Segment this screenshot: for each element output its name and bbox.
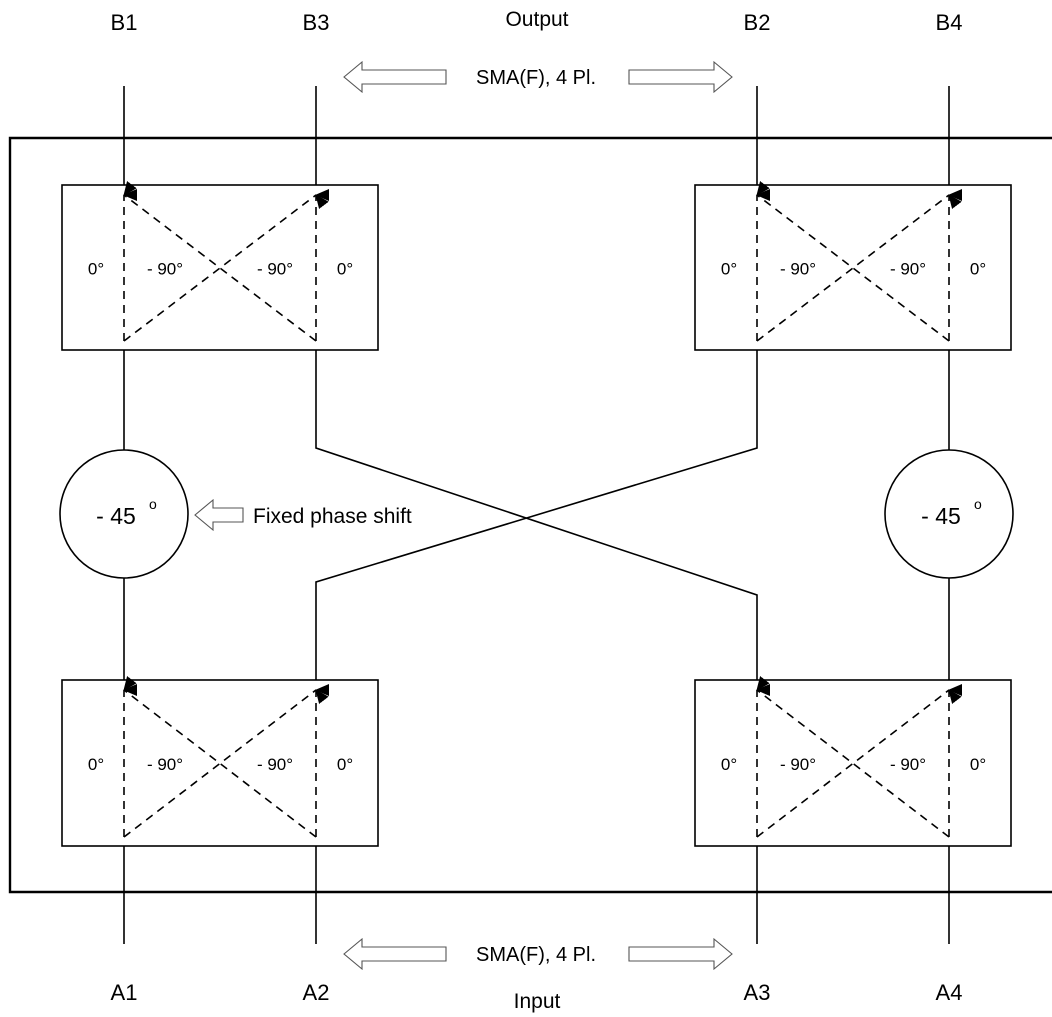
phase-shifter-left-degree: o bbox=[149, 496, 157, 512]
hybrid-top-right-inner-right-phase: - 90° bbox=[890, 260, 926, 279]
hybrid-bottom-left-inner-right-phase: - 90° bbox=[257, 755, 293, 774]
hybrid-bottom-left-outer-left-phase: 0° bbox=[88, 755, 104, 774]
hybrid-top-right-cross-left-right-arrow bbox=[756, 194, 962, 342]
port-label-a3: A3 bbox=[744, 980, 771, 1005]
hybrid-top-left-box bbox=[61, 184, 379, 351]
hybrid-bottom-right: 0° - 90° - 90° 0° bbox=[694, 676, 1012, 847]
hybrid-bottom-left-outer-right-phase: 0° bbox=[337, 755, 353, 774]
connector-arrow-left-top bbox=[343, 60, 447, 94]
phase-shifter-left-label: - 45 bbox=[96, 503, 136, 529]
hybrid-top-left-outer-left-phase: 0° bbox=[88, 260, 104, 279]
hybrid-bottom-right-cross-right-left-arrow bbox=[756, 676, 950, 838]
port-label-a4: A4 bbox=[936, 980, 963, 1005]
hybrid-bottom-left-box bbox=[61, 679, 379, 847]
hybrid-top-left-cross-right-left-arrow bbox=[123, 181, 317, 342]
output-label: Output bbox=[505, 8, 568, 31]
hybrid-bottom-left-cross-right-left-arrow bbox=[123, 676, 317, 838]
hybrid-bottom-right-outer-right-phase: 0° bbox=[970, 755, 986, 774]
port-label-b4: B4 bbox=[936, 10, 963, 35]
phase-shifter-right-degree: o bbox=[974, 496, 982, 512]
hybrid-bottom-right-inner-right-phase: - 90° bbox=[890, 755, 926, 774]
crossover-wire-b2-a2 bbox=[315, 350, 758, 680]
housing-frame bbox=[8, 136, 1052, 894]
hybrid-bottom-right-box bbox=[694, 679, 1012, 847]
phase-shifter-right-label: - 45 bbox=[921, 503, 961, 529]
hybrid-top-left-inner-left-phase: - 90° bbox=[147, 260, 183, 279]
hybrid-couplers: 0° - 90° - 90° 0° 0° - 90° - 90° 0° 0° - 90° - 90°… bbox=[61, 181, 1012, 847]
connector-label-top: SMA(F), 4 Pl. bbox=[476, 67, 596, 89]
connector-arrow-right-bottom bbox=[628, 937, 733, 971]
fixed-phase-callout-arrow bbox=[194, 498, 244, 532]
hybrid-bottom-right-inner-left-phase: - 90° bbox=[780, 755, 816, 774]
input-label: Input bbox=[514, 990, 561, 1013]
connector-arrow-right-top bbox=[628, 60, 733, 94]
hybrid-top-right-cross-right-left-arrow bbox=[756, 181, 950, 342]
connector-label-bottom: SMA(F), 4 Pl. bbox=[476, 944, 596, 966]
hybrid-bottom-right-cross-left-right-arrow bbox=[756, 689, 962, 838]
hybrid-top-right-outer-left-phase: 0° bbox=[721, 260, 737, 279]
phase-shifter-right bbox=[884, 449, 1014, 579]
phase-shifter-left bbox=[59, 449, 189, 579]
hybrid-top-right-box bbox=[694, 184, 1012, 351]
hybrid-top-right-outer-right-phase: 0° bbox=[970, 260, 986, 279]
port-label-a2: A2 bbox=[303, 980, 330, 1005]
fixed-phase-callout-label: Fixed phase shift bbox=[253, 505, 412, 528]
hybrid-bottom-left-cross-left-right-arrow bbox=[123, 689, 329, 838]
hybrid-top-left-inner-right-phase: - 90° bbox=[257, 260, 293, 279]
hybrid-top-left-outer-right-phase: 0° bbox=[337, 260, 353, 279]
connector-arrow-left-bottom bbox=[343, 937, 447, 971]
port-label-b2: B2 bbox=[744, 10, 771, 35]
hybrid-bottom-left: 0° - 90° - 90° 0° bbox=[61, 676, 379, 847]
hybrid-bottom-left-inner-left-phase: - 90° bbox=[147, 755, 183, 774]
port-label-a1: A1 bbox=[111, 980, 138, 1005]
hybrid-top-right: 0° - 90° - 90° 0° bbox=[694, 181, 1012, 351]
hybrid-top-left: 0° - 90° - 90° 0° bbox=[61, 181, 379, 351]
hybrid-top-right-inner-left-phase: - 90° bbox=[780, 260, 816, 279]
crossover-wire-b3-a3 bbox=[315, 350, 758, 680]
hybrid-top-left-cross-left-right-arrow bbox=[123, 194, 329, 342]
port-label-b3: B3 bbox=[303, 10, 330, 35]
hybrid-bottom-right-outer-left-phase: 0° bbox=[721, 755, 737, 774]
port-label-b1: B1 bbox=[111, 10, 138, 35]
